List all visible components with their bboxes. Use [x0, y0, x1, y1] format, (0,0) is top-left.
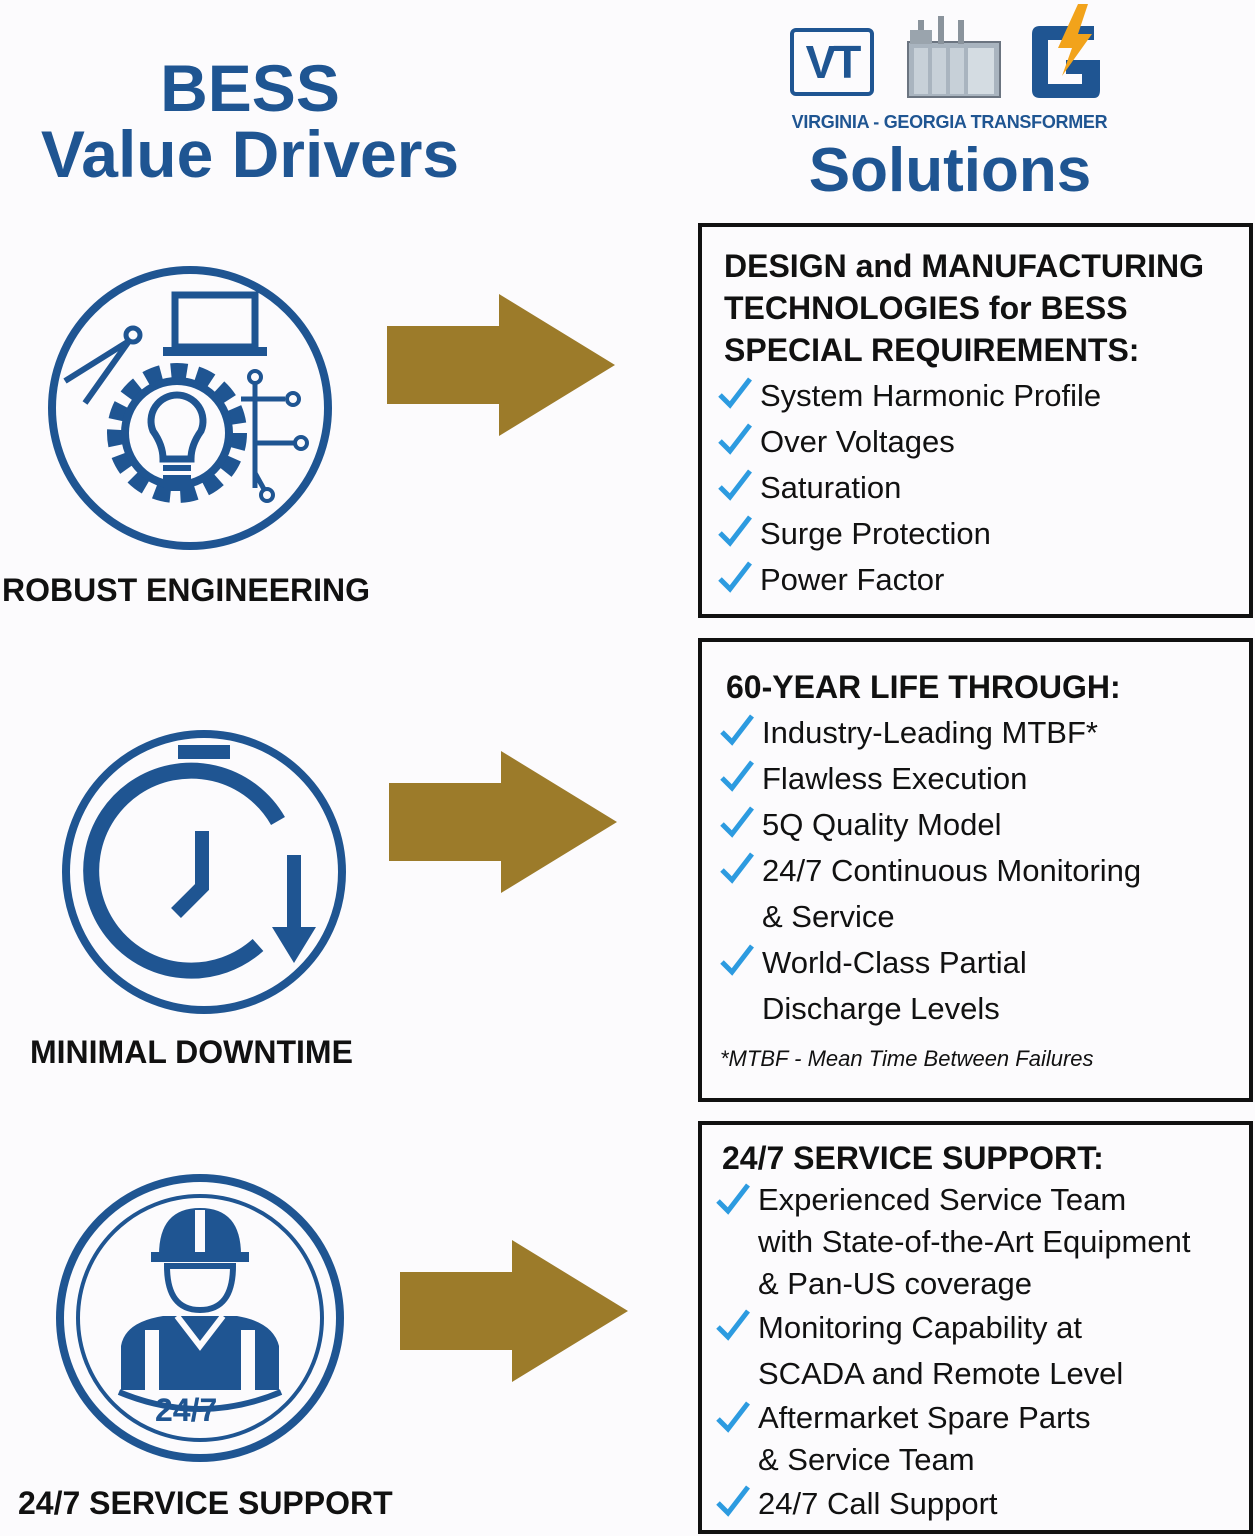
check-icon: [718, 469, 752, 501]
check-icon: [720, 760, 754, 792]
worker-badge-text: 24/7: [155, 1392, 218, 1428]
check-icon: [716, 1309, 750, 1341]
check-icon: [720, 714, 754, 746]
arrow-right-icon: [400, 1240, 628, 1382]
check-icon: [716, 1401, 750, 1433]
worker-icon: [56, 1174, 344, 1462]
list-item: Flawless Execution: [720, 756, 1249, 802]
box-heading: 60-YEAR LIFE THROUGH:: [726, 669, 1121, 705]
solution-box-service: 24/7 SERVICE SUPPORT: Experienced Servic…: [698, 1121, 1253, 1534]
list-item: Aftermarket Spare Parts& Service Team: [716, 1397, 1249, 1481]
list-item: 5Q Quality Model: [720, 802, 1249, 848]
driver-label-downtime: MINIMAL DOWNTIME: [30, 1034, 353, 1070]
company-logo: VT VIRGINIA - GEORGIA TRANSFORMER Soluti…: [780, 0, 1120, 205]
driver-label-service: 24/7 SERVICE SUPPORT: [18, 1485, 393, 1521]
solutions-heading: Solutions: [808, 136, 1092, 205]
title-line-1: BESS: [160, 51, 340, 125]
list-item: 24/7 Continuous Monitoring& Service: [720, 848, 1249, 940]
box-heading: 24/7 SERVICE SUPPORT:: [722, 1140, 1104, 1176]
arrow-right-icon: [389, 751, 617, 893]
stopwatch-icon: [62, 730, 346, 1014]
driver-label-engineering: ROBUST ENGINEERING: [2, 572, 371, 608]
solution-box-design: DESIGN and MANUFACTURING TECHNOLOGIES fo…: [698, 223, 1253, 618]
arrow-right-icon: [387, 294, 615, 436]
check-icon: [716, 1485, 750, 1517]
check-icon: [716, 1183, 750, 1215]
solution-box-life: 60-YEAR LIFE THROUGH: Industry-Leading M…: [698, 638, 1253, 1102]
check-icon: [718, 377, 752, 409]
check-icon: [718, 515, 752, 547]
list-item: Surge Protection: [718, 511, 1249, 557]
page-title: BESS Value Drivers: [30, 55, 470, 187]
g-bolt-logo-icon: [1032, 4, 1100, 98]
list-item: System Harmonic Profile: [718, 373, 1249, 419]
list-item: Power Factor: [718, 557, 1249, 603]
check-icon: [718, 561, 752, 593]
list-item: Over Voltages: [718, 419, 1249, 465]
list-item: 24/7 Call Support: [716, 1481, 1249, 1527]
list-item: Saturation: [718, 465, 1249, 511]
box-heading: DESIGN and MANUFACTURING TECHNOLOGIES fo…: [724, 248, 1204, 368]
company-name: VIRGINIA - GEORGIA TRANSFORMER: [791, 112, 1108, 132]
check-icon: [720, 944, 754, 976]
list-item: Industry-Leading MTBF*: [720, 710, 1249, 756]
footnote: *MTBF - Mean Time Between Failures: [720, 1046, 1094, 1071]
title-line-2: Value Drivers: [40, 117, 460, 191]
engineering-icon: [48, 266, 332, 550]
check-icon: [718, 423, 752, 455]
transformer-icon: [907, 16, 1001, 98]
vt-logo-mark: VT: [790, 28, 874, 96]
check-icon: [720, 806, 754, 838]
check-icon: [720, 852, 754, 884]
